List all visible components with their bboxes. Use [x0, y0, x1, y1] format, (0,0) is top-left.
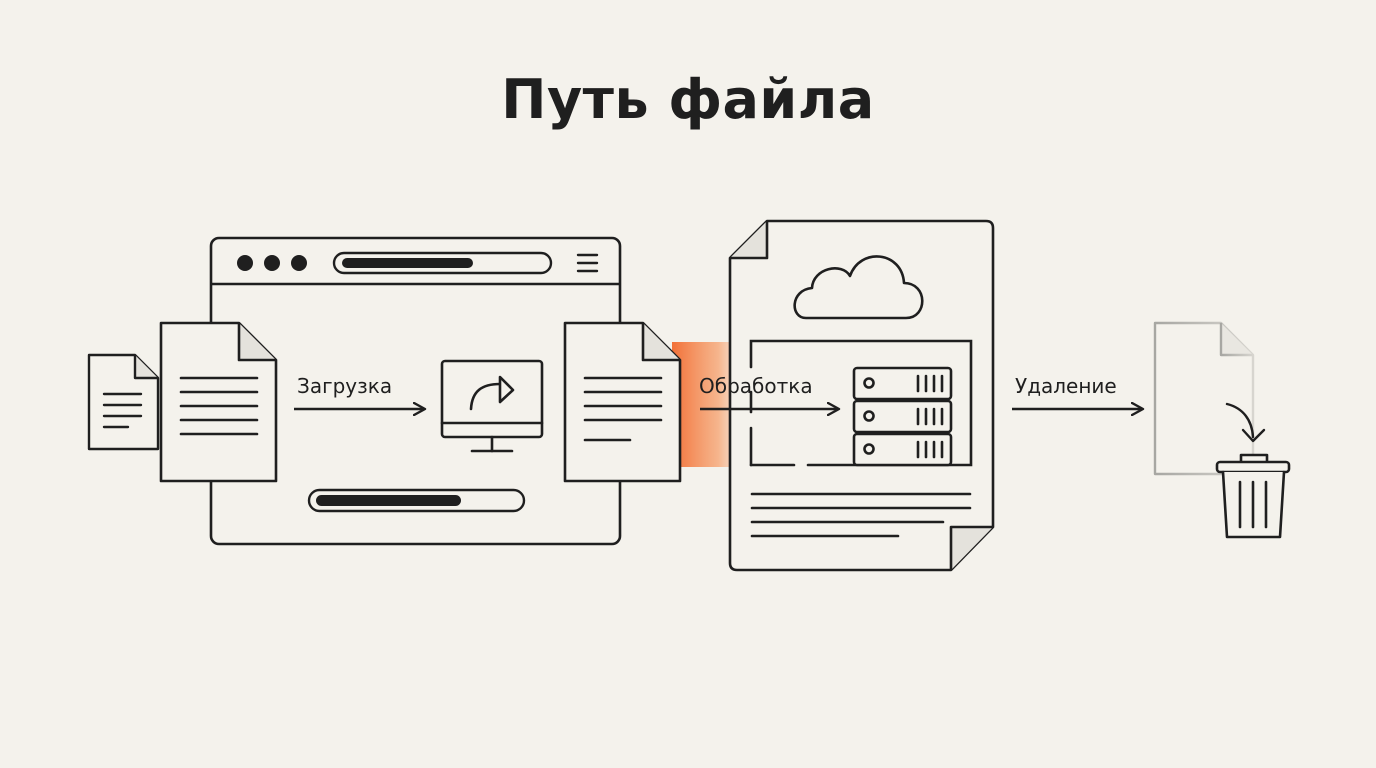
document-icon: [563, 321, 682, 483]
faded-document-icon: [1153, 321, 1255, 476]
document-text-lines: [750, 492, 972, 538]
step-label-upload: Загрузка: [297, 374, 393, 398]
trash-icon: [1215, 453, 1291, 539]
step-label-deletion: Удаление: [1015, 374, 1117, 398]
document-icon: [159, 321, 278, 483]
browser-dots: [237, 255, 307, 271]
address-bar: [332, 251, 553, 275]
cloud-icon: [793, 255, 924, 320]
upload-progress-bar: [307, 488, 526, 513]
monitor-upload-icon: [440, 359, 544, 453]
page-title: Путь файла: [501, 68, 875, 131]
document-icon: [87, 353, 160, 451]
server-icon: [852, 366, 953, 467]
menu-icon: [576, 253, 599, 273]
step-label-processing: Обработка: [699, 374, 813, 398]
discard-arrow-icon: [1225, 402, 1266, 443]
